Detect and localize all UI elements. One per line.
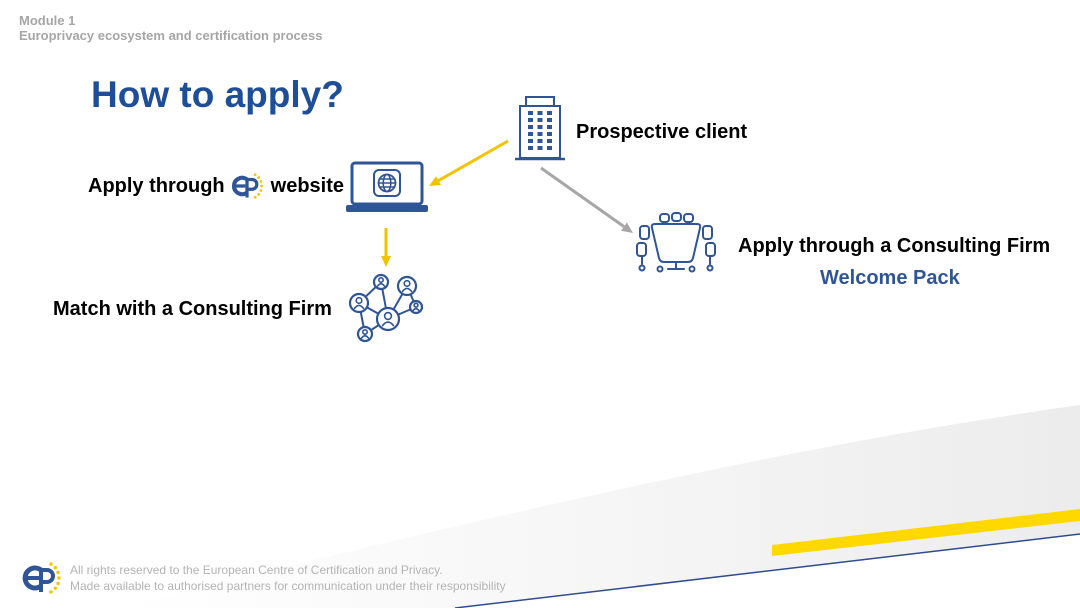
apply-website-label-after: website — [270, 175, 344, 197]
background-swoosh — [120, 405, 1080, 608]
ep-logo-icon — [22, 562, 61, 594]
laptop-globe-icon — [346, 161, 428, 213]
prospective-client-label: Prospective client — [576, 121, 748, 143]
ep-logo-icon — [229, 172, 265, 200]
footer-logo — [19, 561, 63, 595]
course-title: Europrivacy ecosystem and certification … — [19, 28, 323, 43]
apply-website-label-before: Apply through — [88, 175, 225, 197]
slide-title: How to apply? — [91, 74, 344, 115]
footer-usage-text: Made available to authorised partners fo… — [70, 579, 506, 593]
yellow-accent-stripe — [772, 509, 1080, 556]
apply-firm-label: Apply through a Consulting Firm — [738, 235, 1051, 257]
match-firm-label: Match with a Consulting Firm — [53, 298, 332, 320]
module-label: Module 1 — [19, 13, 76, 28]
network-people-icon — [347, 272, 427, 344]
welcome-pack-label: Welcome Pack — [820, 267, 960, 289]
blue-accent-line — [454, 533, 1080, 608]
meeting-table-icon — [635, 212, 717, 274]
apply-website-label: Apply through website — [88, 172, 344, 200]
building-icon — [515, 95, 565, 163]
footer-rights-text: All rights reserved to the European Cent… — [70, 563, 443, 577]
